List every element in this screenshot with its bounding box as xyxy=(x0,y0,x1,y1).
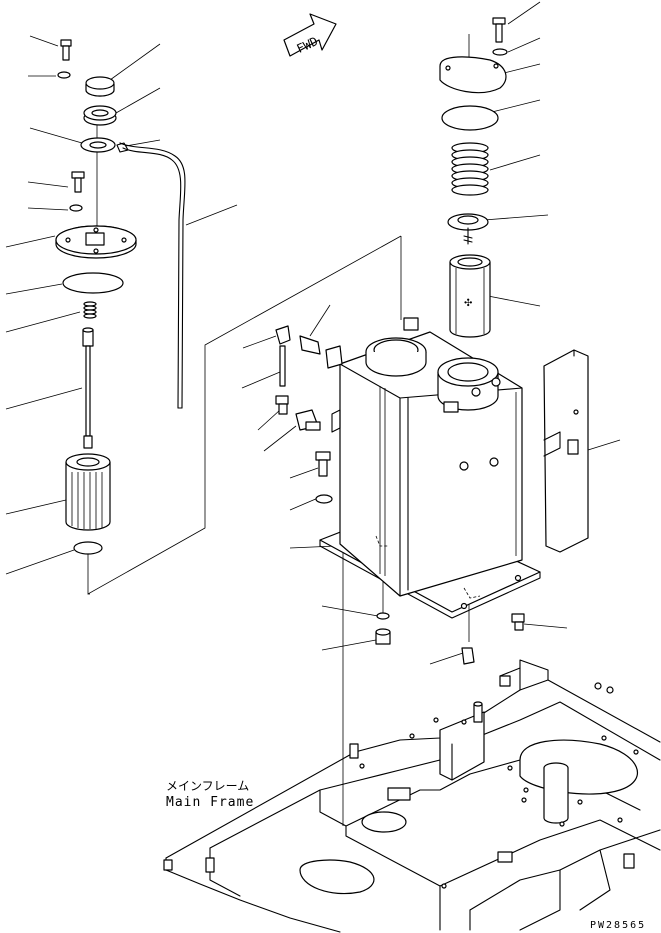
leader-lines xyxy=(5,1,621,665)
seal-bottom-left xyxy=(73,541,103,555)
flange-ring xyxy=(83,105,117,126)
relief-valve xyxy=(447,213,489,245)
fittings-group xyxy=(275,325,333,504)
bolt-top-right xyxy=(492,17,506,43)
main-frame-label-en: Main Frame xyxy=(166,795,254,810)
bolt-bottom-right xyxy=(511,613,525,631)
pipe-nipple xyxy=(279,345,286,387)
bolt-top-left xyxy=(60,39,72,61)
elbow-fitting xyxy=(275,325,321,355)
main-frame xyxy=(163,659,661,933)
tank-port-suction xyxy=(365,317,427,377)
filter-element-right: ✣ xyxy=(449,254,491,338)
o-ring-drain xyxy=(376,612,390,620)
fwd-arrow-icon: FWD xyxy=(283,13,337,57)
filter-spring xyxy=(451,142,489,196)
strainer-rod xyxy=(82,327,94,449)
svg-text:✣: ✣ xyxy=(464,298,472,309)
strainer-element-left xyxy=(65,453,111,531)
tank-port-return xyxy=(437,357,501,413)
filter-gasket xyxy=(441,105,499,131)
group-outline xyxy=(87,34,470,826)
drawing-code: PW28565 xyxy=(590,920,646,931)
filter-cover xyxy=(439,56,507,94)
bottom-fasteners xyxy=(375,612,525,665)
hydraulic-tank xyxy=(319,317,541,619)
fitting-nut xyxy=(275,395,289,415)
spring-small xyxy=(83,301,97,319)
bolt-tank xyxy=(315,451,331,477)
main-frame-label-jp: メインフレーム xyxy=(166,779,249,793)
washer-middle-left xyxy=(69,204,83,212)
bolt-middle-left xyxy=(71,171,85,193)
o-ring-left xyxy=(62,272,124,294)
washer-top-left xyxy=(57,71,71,79)
left-strainer-assembly xyxy=(55,39,186,555)
frame-post xyxy=(543,762,569,824)
frame-bracket xyxy=(439,711,485,781)
gasket-left xyxy=(80,137,116,153)
washer-tank xyxy=(315,494,333,504)
elbow-fitting-lower xyxy=(295,409,321,431)
cover-plate-left xyxy=(55,225,137,259)
washer-top-right xyxy=(492,48,508,56)
drain-plug xyxy=(375,628,391,645)
frame-stud xyxy=(473,701,483,723)
side-cover-panel xyxy=(543,349,589,553)
cap-top-left xyxy=(85,76,115,97)
breather-tube xyxy=(119,142,186,409)
mount-bolt xyxy=(461,647,475,665)
return-filter-assembly: ✣ xyxy=(439,17,508,338)
